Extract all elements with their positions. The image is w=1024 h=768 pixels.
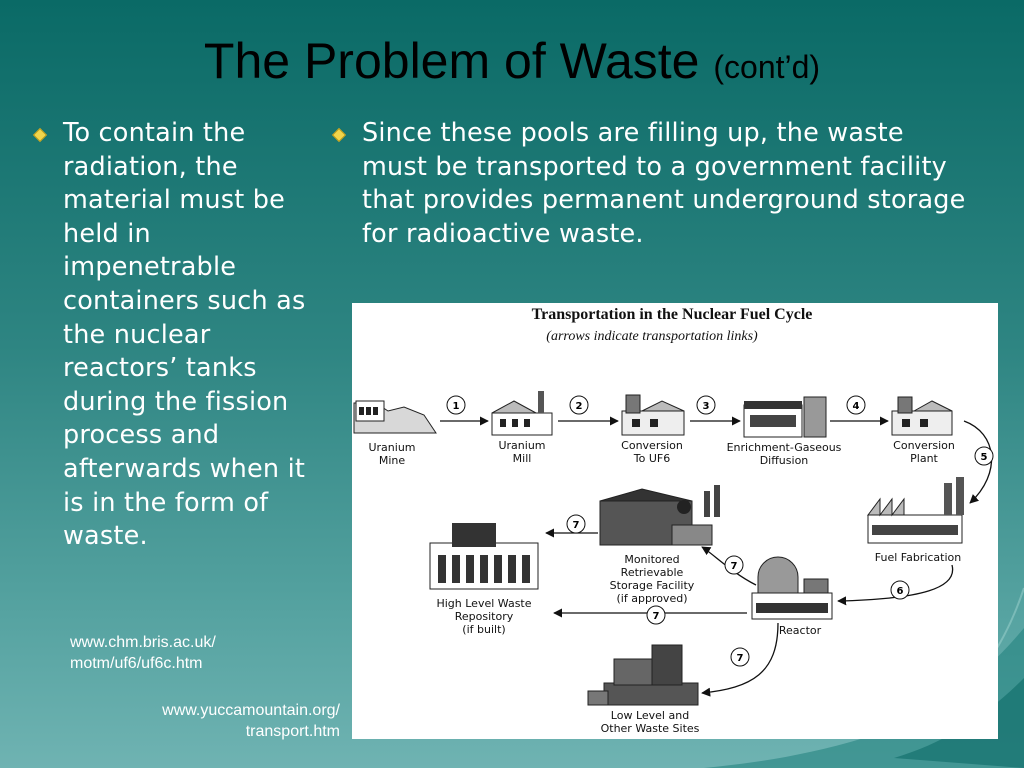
label-hlw-3: (if built) xyxy=(462,623,505,636)
citation-1-line2: motm/uf6/uf6c.htm xyxy=(70,655,203,672)
conversion-uf6-icon xyxy=(621,394,685,436)
badge-4-text: 4 xyxy=(853,401,860,412)
slide-title: The Problem of Waste (cont’d) xyxy=(0,30,1024,98)
bullet-right: Since these pools are filling up, the wa… xyxy=(331,117,974,251)
reactor-icon xyxy=(751,556,833,620)
badge-5-text: 5 xyxy=(981,452,988,463)
badge-4 xyxy=(846,395,866,415)
label-hlw-2: Repository xyxy=(455,610,514,623)
badge-7c-text: 7 xyxy=(653,611,660,622)
conversion-plant-icon xyxy=(891,396,953,436)
label-mrs-1: Monitored xyxy=(624,553,679,566)
label-enrichment-2: Diffusion xyxy=(760,454,809,467)
label-mrs-4: (if approved) xyxy=(617,592,688,605)
label-reactor: Reactor xyxy=(779,624,822,637)
label-llw-2: Other Waste Sites xyxy=(601,722,700,735)
bullet-diamond-icon xyxy=(32,127,48,143)
fuel-cycle-diagram: Transportation in the Nuclear Fuel Cycle… xyxy=(352,303,998,739)
badge-3-text: 3 xyxy=(703,401,710,412)
label-fuel-fabrication: Fuel Fabrication xyxy=(875,551,962,564)
badge-2-text: 2 xyxy=(576,401,583,412)
badge-7-mrs xyxy=(724,555,744,575)
label-uranium-mill-1: Uranium xyxy=(498,439,545,452)
link-number-badges: 1 2 3 4 5 6 7 7 7 7 xyxy=(446,395,994,667)
uranium-mine-icon xyxy=(353,400,437,434)
label-conversion-plant-1: Conversion xyxy=(893,439,955,452)
citation-2-line2: transport.htm xyxy=(245,723,340,740)
label-uranium-mill-2: Mill xyxy=(513,452,532,465)
bullet-left-text: To contain the radiation, the material m… xyxy=(63,118,306,552)
label-hlw-1: High Level Waste xyxy=(436,597,531,610)
diagram-title: Transportation in the Nuclear Fuel Cycle xyxy=(532,306,813,323)
llw-sites-icon xyxy=(587,644,699,706)
arrow-6 xyxy=(837,564,954,606)
badge-7a-text: 7 xyxy=(573,520,580,531)
arrow-7-llw xyxy=(701,622,779,697)
label-enrichment-1: Enrichment-Gaseous xyxy=(727,441,842,454)
label-conversion-uf6-2: To UF6 xyxy=(633,452,670,465)
citation-1: www.chm.bris.ac.uk/ motm/uf6/uf6c.htm xyxy=(70,632,216,674)
label-mrs-2: Retrievable xyxy=(621,566,684,579)
citation-2-line1: www.yuccamountain.org/ xyxy=(162,702,340,719)
label-llw-1: Low Level and xyxy=(611,709,689,722)
badge-2 xyxy=(569,395,589,415)
fuel-fabrication-icon xyxy=(867,477,964,544)
label-mrs-3: Storage Facility xyxy=(610,579,695,592)
badge-7-llw xyxy=(730,647,750,667)
badge-6-text: 6 xyxy=(897,586,904,597)
label-uranium-mine-2: Mine xyxy=(379,454,406,467)
arrow-7-mrs xyxy=(701,546,757,586)
label-conversion-uf6-1: Conversion xyxy=(621,439,683,452)
bullet-diamond-icon xyxy=(331,127,347,143)
uranium-mill-icon xyxy=(491,391,553,436)
mrs-facility-icon xyxy=(599,485,720,546)
citation-1-line1: www.chm.bris.ac.uk/ xyxy=(70,634,216,651)
title-suffix: (cont’d) xyxy=(713,49,821,85)
badge-7d-text: 7 xyxy=(737,653,744,664)
fuel-cycle-svg: Transportation in the Nuclear Fuel Cycle… xyxy=(353,306,994,735)
badge-1 xyxy=(446,395,466,415)
badge-3 xyxy=(696,395,716,415)
bullet-left: To contain the radiation, the material m… xyxy=(32,117,330,554)
badge-1-text: 1 xyxy=(453,401,460,412)
title-main: The Problem of Waste xyxy=(203,33,700,89)
badge-7b-text: 7 xyxy=(731,561,738,572)
bullet-right-text: Since these pools are filling up, the wa… xyxy=(362,118,966,249)
badge-6 xyxy=(890,580,910,600)
enrichment-icon xyxy=(743,396,827,438)
hlw-repository-icon xyxy=(429,523,539,590)
diagram-subtitle: (arrows indicate transportation links) xyxy=(546,329,758,344)
badge-7-hlw xyxy=(646,605,666,625)
label-uranium-mine-1: Uranium xyxy=(368,441,415,454)
badge-5 xyxy=(974,446,994,466)
citation-2: www.yuccamountain.org/ transport.htm xyxy=(100,700,340,742)
label-conversion-plant-2: Plant xyxy=(910,452,938,465)
badge-7-mrs-hlw xyxy=(566,514,586,534)
